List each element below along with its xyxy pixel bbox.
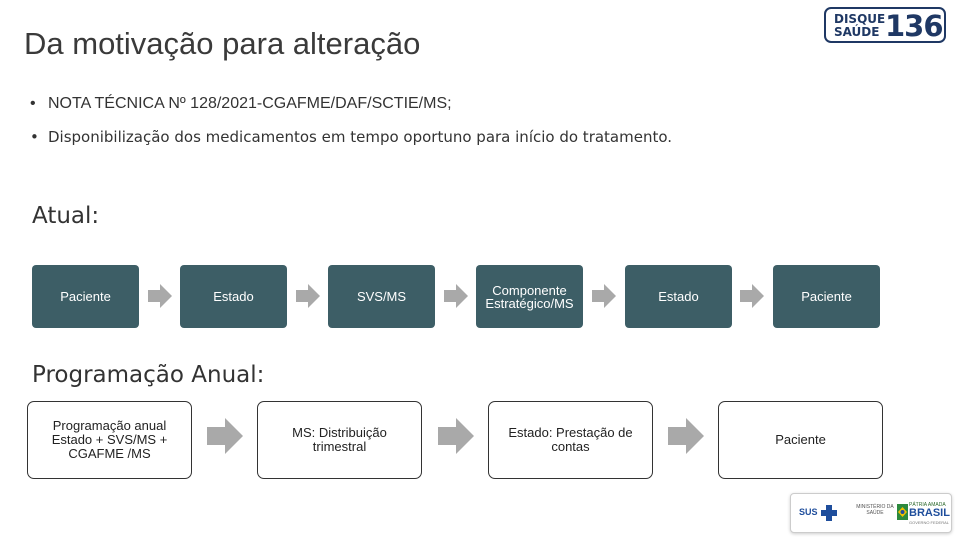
step-label: Estado: Prestação de contas [508, 425, 633, 454]
prog-step-distribuicao: MS: Distribuição trimestral [257, 401, 422, 479]
bullet-dot: • [30, 128, 39, 146]
step-label: Paciente [775, 432, 826, 447]
prog-step-prestacao: Estado: Prestação de contas [488, 401, 653, 479]
right-arrow-icon [148, 284, 172, 308]
atual-step-svs-ms: SVS/MS [328, 265, 435, 328]
prog-step-programacao: Programação anual Estado + SVS/MS + CGAF… [27, 401, 192, 479]
disque-label: DISQUE [834, 12, 886, 26]
brasil-label: BRASIL [909, 507, 950, 519]
sus-label: SUS [799, 507, 818, 517]
brazil-flag-icon [897, 504, 908, 525]
right-arrow-icon [438, 418, 474, 454]
right-arrow-icon [592, 284, 616, 308]
bullet-disponibilizacao: • Disponibilização dos medicamentos em te… [30, 128, 672, 146]
atual-step-paciente-2: Paciente [773, 265, 880, 328]
bullet-nota-tecnica: • NOTA TÉCNICA Nº 128/2021-CGAFME/DAF/SCT… [30, 95, 452, 113]
disque-number: 136 [885, 9, 944, 43]
patria-label: PÁTRIA AMADA [909, 502, 946, 508]
section-programacao-heading: Programação Anual: [32, 362, 265, 388]
page-title: Da motivação para alteração [24, 26, 421, 61]
right-arrow-icon [668, 418, 704, 454]
plus-cross-icon [821, 505, 837, 526]
step-label: SVS/MS [356, 289, 407, 304]
right-arrow-icon [296, 284, 320, 308]
step-label: MS: Distribuição trimestral [292, 425, 387, 454]
government-footer-logo: SUS MINISTÉRIO DA SAÚDE PÁTRIA AMADA BRA… [790, 493, 952, 533]
step-label: Programação anual Estado + SVS/MS + CGAF… [51, 418, 168, 461]
atual-step-estado-2: Estado [625, 265, 732, 328]
bullet-text: NOTA TÉCNICA Nº 128/2021-CGAFME/DAF/SCTI… [48, 95, 452, 112]
right-arrow-icon [207, 418, 243, 454]
section-atual-heading: Atual: [32, 203, 100, 229]
bullet-text: Disponibilização dos medicamentos em tem… [48, 128, 673, 146]
governo-label: GOVERNO FEDERAL [909, 520, 950, 525]
step-label: Estado [658, 289, 699, 304]
right-arrow-icon [740, 284, 764, 308]
atual-step-paciente: Paciente [32, 265, 139, 328]
saude-label: SAÚDE [834, 25, 880, 39]
step-label: Paciente [801, 289, 852, 304]
ministerio-label: MINISTÉRIO DA SAÚDE [856, 504, 894, 516]
step-label: Estado [213, 289, 254, 304]
step-label: Componente Estratégico/MS [485, 282, 574, 311]
disque-saude-logo: DISQUE SAÚDE 136 [824, 7, 946, 43]
atual-step-componente: Componente Estratégico/MS [476, 265, 583, 328]
bullet-dot: • [30, 95, 36, 112]
prog-step-paciente: Paciente [718, 401, 883, 479]
atual-step-estado: Estado [180, 265, 287, 328]
right-arrow-icon [444, 284, 468, 308]
step-label: Paciente [60, 289, 111, 304]
